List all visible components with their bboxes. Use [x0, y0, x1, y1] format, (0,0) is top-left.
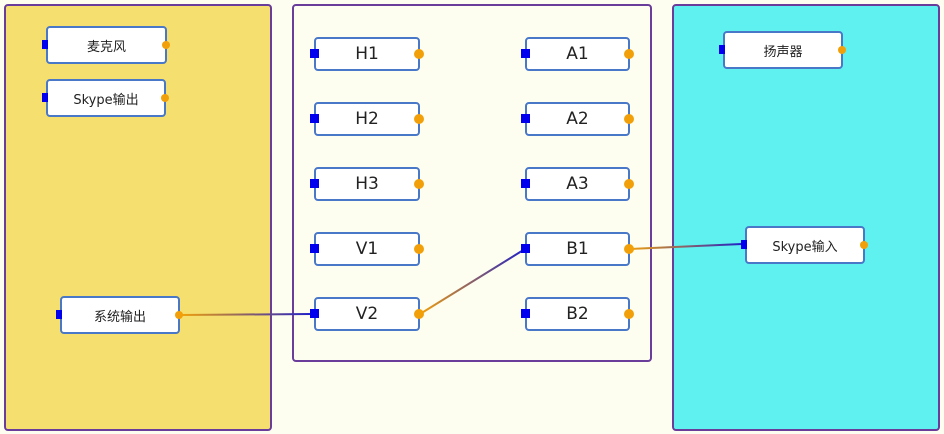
node-label: V1 [355, 239, 379, 259]
node-label: A1 [566, 44, 589, 64]
mixer-node-a1[interactable]: A1 [521, 37, 634, 71]
input-port[interactable] [310, 244, 319, 253]
node-skype-output[interactable]: Skype输出 [42, 79, 169, 117]
output-port[interactable] [175, 311, 183, 319]
input-port[interactable] [56, 310, 62, 319]
output-port[interactable] [624, 244, 634, 254]
mixer-node-b1[interactable]: B1 [521, 232, 634, 266]
mixer-node-h3[interactable]: H3 [310, 167, 424, 201]
input-devices-panel [4, 4, 272, 431]
input-port[interactable] [521, 49, 530, 58]
link-v2-to-b1[interactable] [419, 248, 526, 315]
link-b1-to-skype-in[interactable] [628, 243, 743, 250]
node-speaker[interactable]: 扬声器 [719, 31, 846, 69]
mixer-node-v1[interactable]: V1 [310, 232, 424, 266]
node-label: A2 [566, 109, 589, 129]
output-port[interactable] [414, 244, 424, 254]
node-skype-input[interactable]: Skype输入 [741, 226, 868, 264]
node-label: A3 [566, 174, 589, 194]
node-label: Skype输出 [73, 92, 139, 108]
node-label: 系统输出 [93, 309, 146, 325]
output-port[interactable] [414, 49, 424, 59]
output-port[interactable] [414, 179, 424, 189]
input-port[interactable] [310, 179, 319, 188]
mixer-node-v2[interactable]: V2 [310, 297, 424, 331]
input-port[interactable] [310, 114, 319, 123]
input-port[interactable] [521, 114, 530, 123]
node-label: V2 [355, 304, 379, 324]
input-port[interactable] [521, 309, 530, 318]
mixer-node-b2[interactable]: B2 [521, 297, 634, 331]
output-port[interactable] [624, 179, 634, 189]
node-label: Skype输入 [772, 239, 838, 255]
mixer-node-a3[interactable]: A3 [521, 167, 634, 201]
node-label: 扬声器 [763, 44, 803, 60]
input-port[interactable] [42, 93, 48, 102]
node-microphone[interactable]: 麦克风 [42, 26, 170, 64]
output-port[interactable] [624, 309, 634, 319]
output-port[interactable] [162, 41, 170, 49]
link-system-out-to-v2[interactable] [180, 313, 312, 316]
output-port[interactable] [161, 94, 169, 102]
input-port[interactable] [521, 179, 530, 188]
output-port[interactable] [624, 114, 634, 124]
node-label: H2 [355, 109, 379, 129]
mixer-node-a2[interactable]: A2 [521, 102, 634, 136]
output-port[interactable] [414, 309, 424, 319]
mixer-node-h2[interactable]: H2 [310, 102, 424, 136]
input-port[interactable] [521, 244, 530, 253]
node-label: H1 [355, 44, 379, 64]
node-system-output[interactable]: 系统输出 [56, 296, 183, 334]
node-label: B2 [566, 304, 589, 324]
output-port[interactable] [624, 49, 634, 59]
input-port[interactable] [741, 240, 747, 249]
output-port[interactable] [838, 46, 846, 54]
output-devices-panel [672, 4, 940, 431]
input-port[interactable] [310, 309, 319, 318]
mixer-node-h1[interactable]: H1 [310, 37, 424, 71]
node-label: B1 [566, 239, 589, 259]
input-port[interactable] [310, 49, 319, 58]
input-port[interactable] [42, 40, 48, 49]
node-label: H3 [355, 174, 379, 194]
output-port[interactable] [414, 114, 424, 124]
output-port[interactable] [860, 241, 868, 249]
node-label: 麦克风 [86, 39, 126, 55]
input-port[interactable] [719, 45, 725, 54]
